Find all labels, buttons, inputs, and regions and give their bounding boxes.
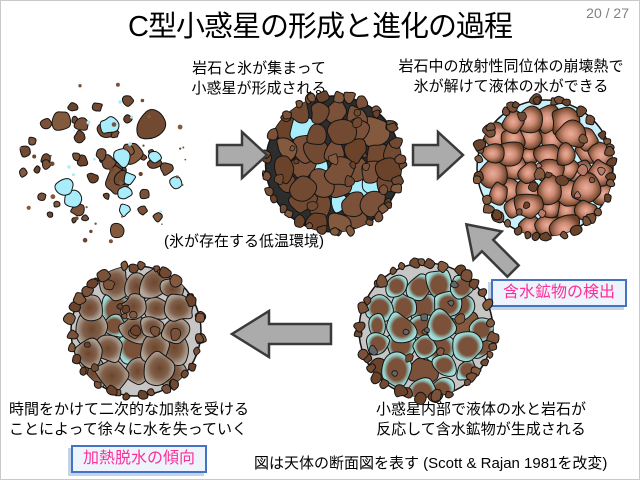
arrow-left-icon <box>229 308 333 360</box>
asteroid-stage3-heated-liquid-water-illustration <box>472 93 618 242</box>
stage4-caption: 小惑星内部で液体の水と岩石が 反応して含水鉱物が生成される <box>356 400 606 440</box>
asteroid-stage2-accreted-with-ice-illustration <box>260 90 408 237</box>
stage1-caption-line2: 小惑星が形成される <box>191 80 327 97</box>
page-number: 20 / 27 <box>586 5 629 21</box>
stage1-caption-line1: 岩石と氷が集まって <box>192 60 326 77</box>
asteroid-stage4-hydrated-minerals-illustration <box>353 257 500 406</box>
slide-title: C型小惑星の形成と進化の過程 <box>128 11 513 43</box>
asteroid-stage5-dehydrating-illustration <box>62 260 207 401</box>
stage5-caption-line1: 時間をかけて二次的な加熱を受ける <box>9 401 250 418</box>
hydrated-minerals-badge: 含水鉱物の検出 <box>491 279 628 307</box>
figure-source-caption: 図は天体の断面図を表す (Scott & Rajan 1981を改変) <box>254 455 608 472</box>
arrow-down-left-icon <box>464 222 521 279</box>
arrow-right-icon-2 <box>411 129 465 181</box>
arrow-down-left-shape <box>464 222 521 279</box>
stage1-caption: 岩石と氷が集まって 小惑星が形成される <box>169 59 349 99</box>
stage2-environment-note: (氷が存在する低温環境) <box>164 233 324 250</box>
stage5-caption: 時間をかけて二次的な加熱を受ける ことによって徐々に水を失っていく <box>9 400 249 440</box>
stage5-caption-line2: ことによって徐々に水を失っていく <box>9 421 248 438</box>
arrow-right-icon-1 <box>215 129 269 181</box>
dehydration-trend-badge: 加熱脱水の傾向 <box>71 445 208 473</box>
stage3-caption-line1: 岩石中の放射性同位体の崩壊熱で <box>398 58 624 75</box>
arrow-right-shape-1 <box>215 129 269 181</box>
stage3-caption-line2: 氷が解けて液体の水ができる <box>413 78 609 95</box>
asteroid-stage1-scattered-rocks-illustration <box>18 82 187 244</box>
stage4-caption-line2: 反応して含水鉱物が生成される <box>376 421 586 438</box>
stage4-caption-line1: 小惑星内部で液体の水と岩石が <box>375 401 586 418</box>
stage3-caption: 岩石中の放射性同位体の崩壊熱で 氷が解けて液体の水ができる <box>383 57 639 97</box>
arrow-right-shape-2 <box>411 129 465 181</box>
arrow-left-shape <box>229 308 333 360</box>
